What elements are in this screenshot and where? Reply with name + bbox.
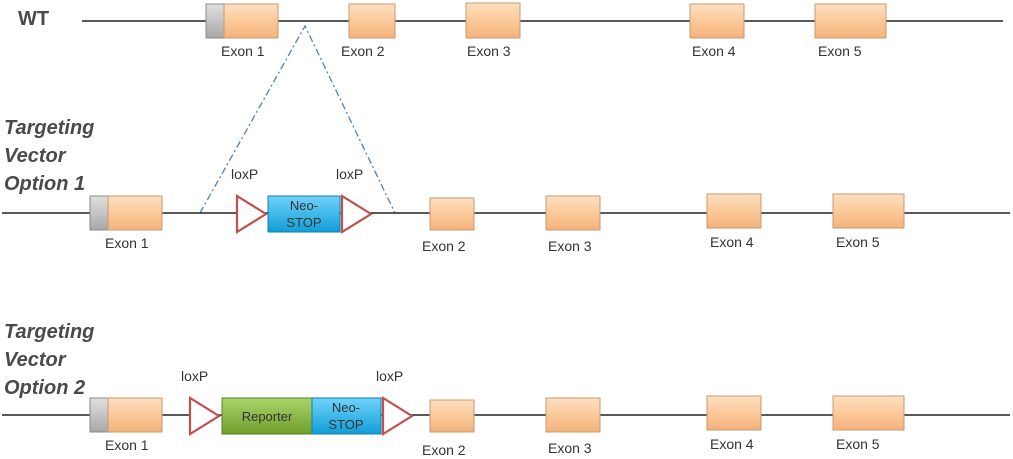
option1-neo-label-line-1: Neo-: [290, 198, 318, 213]
wt-exon-3: [465, 2, 521, 39]
option2-exon-1: [107, 397, 163, 433]
option1-utr: [89, 195, 109, 231]
option1-exon-2-label: Exon 2: [422, 238, 466, 254]
option2-loxp-right-label: loxP: [376, 368, 403, 384]
option2-row: Targeting Vector Option 2 Exon 1 loxP Re…: [2, 321, 1010, 458]
wt-title: WT: [18, 8, 49, 30]
option2-exon-3-label: Exon 3: [548, 440, 592, 456]
option2-loxp-left-triangle: [188, 396, 222, 436]
option1-loxp-left-triangle: [235, 194, 269, 234]
option2-reporter-cassette: [221, 397, 313, 435]
option1-neo-label-line-2: STOP: [286, 215, 321, 230]
option2-exon-2: [429, 399, 475, 433]
wt-exon-4-label: Exon 4: [692, 43, 736, 59]
option2-neo-label-line-1: Neo-: [332, 400, 360, 415]
option2-exon-4: [706, 395, 762, 431]
option2-title-line-2: Vector: [4, 349, 67, 371]
wt-exon-1: [223, 3, 279, 39]
option2-title-line-3: Option 2: [4, 377, 85, 399]
option1-exon-1: [107, 195, 163, 231]
option2-exon-1-label: Exon 1: [105, 437, 149, 453]
option1-exon-4-label: Exon 4: [710, 234, 754, 250]
option2-loxp-right-triangle: [381, 396, 415, 436]
option1-title-line-3: Option 1: [4, 173, 85, 195]
option1-exon-1-label: Exon 1: [105, 235, 149, 251]
option2-exon-5-label: Exon 5: [836, 436, 880, 452]
option1-title-line-1: Targeting: [4, 117, 94, 139]
wt-utr: [205, 3, 225, 39]
option2-neo-label-line-2: STOP: [328, 417, 363, 432]
option1-loxp-left-label: loxP: [231, 166, 258, 182]
option2-exon-5: [832, 395, 905, 431]
option1-exon-5-label: Exon 5: [836, 234, 880, 250]
option2-exon-4-label: Exon 4: [710, 436, 754, 452]
wt-exon-2-label: Exon 2: [341, 43, 385, 59]
wt-exon-5: [814, 3, 887, 39]
option1-row: Targeting Vector Option 1 Exon 1 loxP Ne…: [2, 117, 1010, 254]
option2-title-line-1: Targeting: [4, 321, 94, 343]
wt-exon-3-label: Exon 3: [467, 43, 511, 59]
option1-exon-5: [832, 193, 905, 229]
option2-exon-2-label: Exon 2: [422, 442, 466, 458]
option1-exon-4: [706, 193, 762, 229]
option2-neo-stop-cassette: [311, 397, 382, 435]
wt-row: WT Exon 1 Exon 2 Exon 3 Exon 4 Exon 5: [18, 2, 1003, 59]
insertion-site-indicator: [199, 24, 396, 214]
wt-exon-1-label: Exon 1: [221, 43, 265, 59]
option1-exon-2: [429, 197, 475, 231]
option2-loxp-left-label: loxP: [181, 368, 208, 384]
option1-title-line-2: Vector: [4, 145, 67, 167]
option2-exon-3: [545, 397, 601, 433]
option1-exon-3: [545, 195, 601, 231]
option1-loxp-right-triangle: [340, 194, 374, 234]
wt-exon-2: [348, 3, 396, 39]
option2-utr: [89, 397, 109, 433]
wt-exon-5-label: Exon 5: [818, 43, 862, 59]
option1-neo-stop-cassette: [267, 195, 341, 233]
option1-loxp-right-label: loxP: [336, 166, 363, 182]
option2-reporter-label: Reporter: [242, 409, 293, 424]
option1-exon-3-label: Exon 3: [548, 238, 592, 254]
wt-exon-4: [689, 3, 745, 39]
